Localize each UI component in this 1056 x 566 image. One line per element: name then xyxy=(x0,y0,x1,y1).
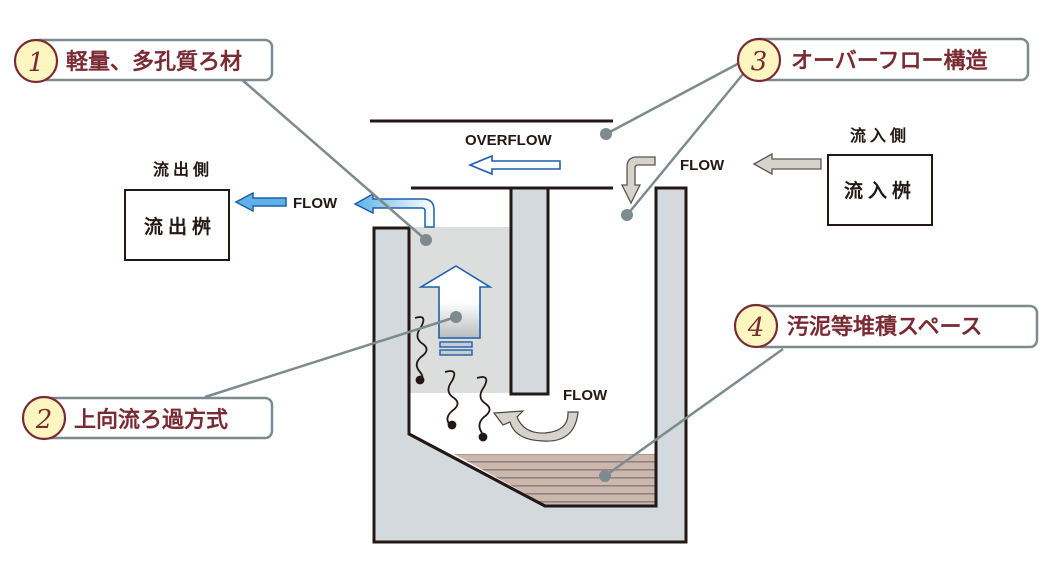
outflow-flow-label: FLOW xyxy=(293,195,338,212)
inflow-basin-label: 流入桝 xyxy=(844,179,916,202)
particle-dot-1 xyxy=(415,375,425,385)
callout-1-number: 1 xyxy=(28,48,45,78)
callout-4: 4 汚泥等堆積スペース xyxy=(733,303,1039,349)
outflow-basin-label: 流出桝 xyxy=(144,215,216,238)
outflow-side-label: 流出側 xyxy=(153,160,213,179)
leader-line-4 xyxy=(604,347,784,478)
inflow-flow-label: FLOW xyxy=(680,157,725,174)
callout-4-label: 汚泥等堆積スペース xyxy=(787,314,982,340)
particle-squiggle-1 xyxy=(414,316,428,384)
leader-lines xyxy=(204,58,784,478)
leader-dot-4 xyxy=(599,470,611,482)
callout-2-number: 2 xyxy=(35,405,53,435)
callout-4-number: 4 xyxy=(747,313,765,343)
leader-dot-3b xyxy=(621,209,633,221)
leader-dots xyxy=(420,128,633,482)
callout-3: 3 オーバーフロー構造 xyxy=(736,37,1030,83)
sludge-zone xyxy=(454,454,655,505)
callout-3-number-badge xyxy=(736,37,782,83)
callout-2: 2 上向流ろ過方式 xyxy=(21,395,274,441)
inflow-basin-box xyxy=(827,154,933,226)
particle-dot-3 xyxy=(478,432,488,442)
inflow-arrow-icon xyxy=(752,152,822,176)
overflow-label: OVERFLOW xyxy=(465,132,553,149)
overflow-arrow-icon xyxy=(467,154,561,176)
callout-2-label: 上向流ろ過方式 xyxy=(74,407,228,433)
leader-line-3a xyxy=(605,58,746,136)
upflow-arrow-icon xyxy=(418,265,493,356)
outflow-arrow-icon xyxy=(234,191,287,213)
particle-squiggle-2 xyxy=(444,370,459,426)
leader-dot-2 xyxy=(450,311,462,323)
inflow-bent-arrow-icon xyxy=(620,156,656,205)
outflow-basin: 流出側 流出桝 xyxy=(124,160,230,261)
callout-4-number-badge xyxy=(733,303,779,349)
inflow-side-label: 流入側 xyxy=(850,126,910,145)
callout-3-number: 3 xyxy=(751,47,768,77)
settling-particles xyxy=(414,316,491,442)
callout-2-number-badge xyxy=(21,395,67,441)
leader-dot-3a xyxy=(600,128,612,140)
bottom-flow-arrow-icon xyxy=(492,410,579,442)
outflow-basin-box xyxy=(124,189,230,261)
leader-line-3b xyxy=(626,67,749,216)
outflow-bent-arrow-icon xyxy=(353,192,435,228)
callout-1: 1 軽量、多孔質ろ材 xyxy=(13,38,274,84)
leader-line-2 xyxy=(204,315,457,399)
leader-dot-1 xyxy=(420,234,432,246)
callout-1-number-badge xyxy=(13,38,59,84)
callout-3-label: オーバーフロー構造 xyxy=(791,48,987,74)
leader-line-1 xyxy=(239,77,427,241)
callout-1-label: 軽量、多孔質ろ材 xyxy=(66,49,242,75)
tank-inner-outline xyxy=(407,188,658,508)
particle-dot-2 xyxy=(447,420,457,430)
center-baffle xyxy=(509,186,550,396)
particle-squiggle-3 xyxy=(476,376,491,434)
inflow-basin: 流入側 流入桝 xyxy=(827,126,933,226)
bottom-flow-label: FLOW xyxy=(563,387,608,404)
